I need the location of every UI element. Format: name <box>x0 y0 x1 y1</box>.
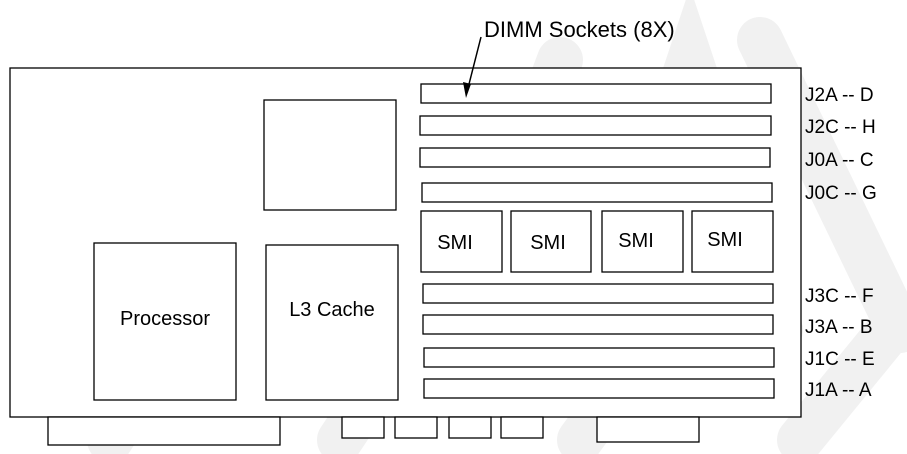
smi-label: SMI <box>618 230 654 252</box>
dimm-socket <box>419 115 772 136</box>
dimm-socket <box>421 182 773 203</box>
socket-label: J1C -- E <box>805 349 875 370</box>
socket-label: J0A -- C <box>805 150 874 171</box>
callout-label: DIMM Sockets (8X) <box>484 17 675 42</box>
processor-label: Processor <box>120 308 210 330</box>
connector <box>394 416 438 439</box>
socket-label: J1A -- A <box>805 380 872 401</box>
connector <box>341 416 385 439</box>
smi-chip <box>691 210 774 273</box>
dimm-socket <box>422 283 774 304</box>
smi-chip <box>601 210 684 273</box>
socket-label: J3A -- B <box>805 317 873 338</box>
smi-label: SMI <box>707 229 743 251</box>
connector <box>500 416 544 439</box>
socket-label: J0C -- G <box>805 183 877 204</box>
l3-cache-chip <box>265 244 399 401</box>
processor-chip <box>93 242 237 401</box>
dimm-socket <box>423 347 775 368</box>
socket-label: J2C -- H <box>805 117 876 138</box>
connector <box>596 416 700 443</box>
dimm-socket <box>423 378 775 399</box>
smi-label: SMI <box>437 232 473 254</box>
connector <box>448 416 492 439</box>
dimm-socket <box>419 147 771 168</box>
smi-chip <box>510 210 592 273</box>
smi-chip <box>420 210 503 273</box>
callout-arrowhead <box>463 82 471 98</box>
connector <box>47 416 281 446</box>
callout-pointer <box>467 36 482 89</box>
socket-label: J3C -- F <box>805 286 874 307</box>
dimm-socket <box>422 314 774 335</box>
l3-cache-label: L3 Cache <box>289 299 375 321</box>
dimm-socket <box>420 83 772 104</box>
chip <box>263 99 397 211</box>
smi-label: SMI <box>530 232 566 254</box>
socket-label: J2A -- D <box>805 85 874 106</box>
